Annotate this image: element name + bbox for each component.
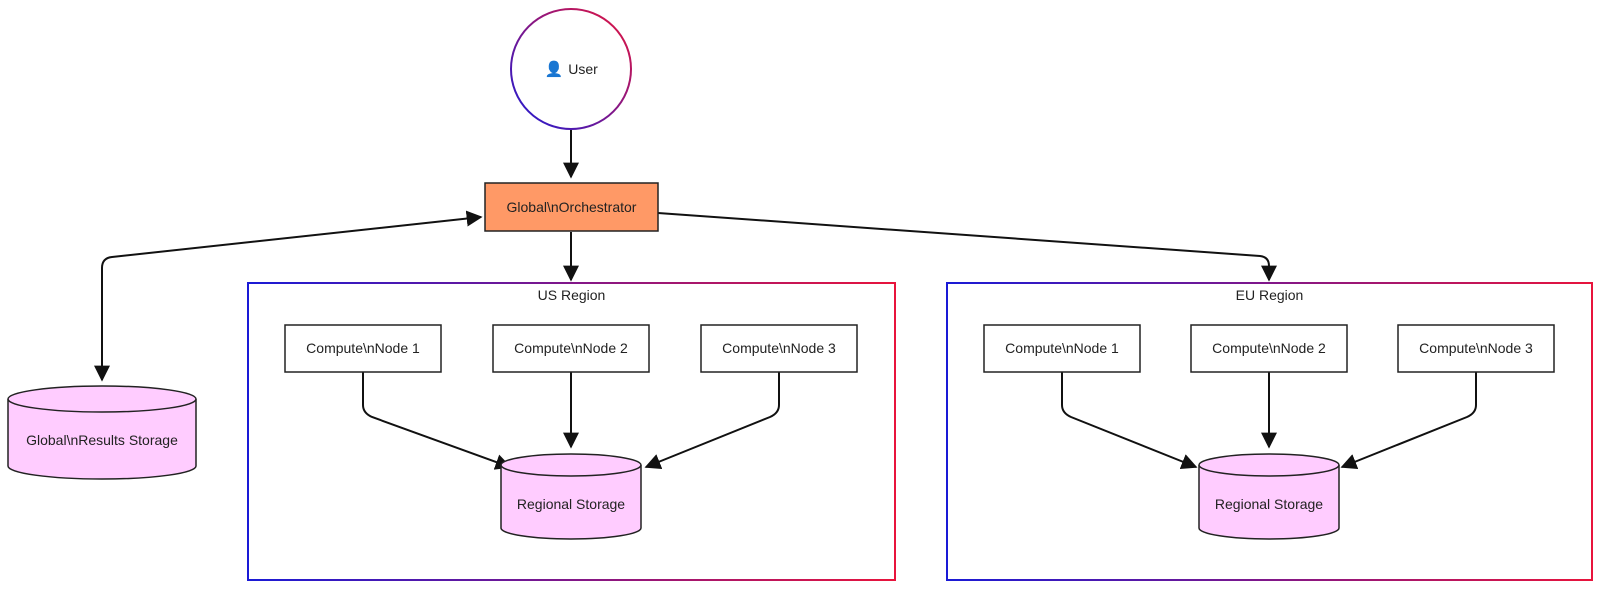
global-results-storage: Global\nResults Storage xyxy=(7,385,197,480)
us-storage-body xyxy=(500,465,642,540)
us-regional-storage: Regional Storage xyxy=(500,453,642,540)
user-label: User xyxy=(568,61,598,77)
global-storage-body xyxy=(7,399,197,480)
us-node-2-box xyxy=(492,324,650,373)
orchestrator-node: Global\nOrchestrator xyxy=(484,182,659,232)
us-node-2-label: Compute\nNode 2 xyxy=(514,340,628,356)
edge-eu-node1-to-storage xyxy=(1061,371,1198,470)
orchestrator-box xyxy=(484,182,659,232)
eu-region-group: EU Region xyxy=(946,282,1593,581)
eu-compute-nodes: Compute\nNode 1 Compute\nNode 2 Compute\… xyxy=(983,324,1555,373)
us-node-1-box xyxy=(284,324,442,373)
eu-node-3-label: Compute\nNode 3 xyxy=(1419,340,1533,356)
eu-node-3-box xyxy=(1397,324,1555,373)
us-region-title: US Region xyxy=(538,287,606,303)
eu-node-2-label: Compute\nNode 2 xyxy=(1212,340,1326,356)
eu-node-1-label: Compute\nNode 1 xyxy=(1005,340,1119,356)
us-region-frame xyxy=(247,282,896,581)
eu-regional-storage: Regional Storage xyxy=(1198,453,1340,540)
person-icon: 👤 xyxy=(545,60,564,78)
eu-node-2-box xyxy=(1190,324,1348,373)
us-node-3-box xyxy=(700,324,858,373)
orchestrator-label: Global\nOrchestrator xyxy=(507,199,637,215)
user-circle xyxy=(510,8,632,130)
eu-node-1-box xyxy=(983,324,1141,373)
us-region-group: US Region xyxy=(247,282,896,581)
edge-us-node1-to-storage xyxy=(362,371,512,470)
edge-orchestrator-global-storage xyxy=(94,210,483,382)
edge-us-node3-to-storage xyxy=(644,371,780,470)
global-storage-label: Global\nResults Storage xyxy=(26,432,178,448)
user-node: 👤 User xyxy=(510,8,632,130)
eu-storage-top xyxy=(1198,453,1340,477)
eu-region-title: EU Region xyxy=(1236,287,1304,303)
us-storage-top xyxy=(500,453,642,477)
global-storage-top xyxy=(7,385,197,413)
eu-region-frame xyxy=(946,282,1593,581)
eu-storage-body xyxy=(1198,465,1340,540)
us-node-3-label: Compute\nNode 3 xyxy=(722,340,836,356)
connectors xyxy=(94,130,1477,470)
us-storage-label: Regional Storage xyxy=(517,496,625,512)
edge-orchestrator-to-eu-region xyxy=(657,212,1277,282)
us-compute-nodes: Compute\nNode 1 Compute\nNode 2 Compute\… xyxy=(284,324,858,373)
edge-eu-node3-to-storage xyxy=(1340,371,1477,470)
us-node-1-label: Compute\nNode 1 xyxy=(306,340,420,356)
eu-storage-label: Regional Storage xyxy=(1215,496,1323,512)
